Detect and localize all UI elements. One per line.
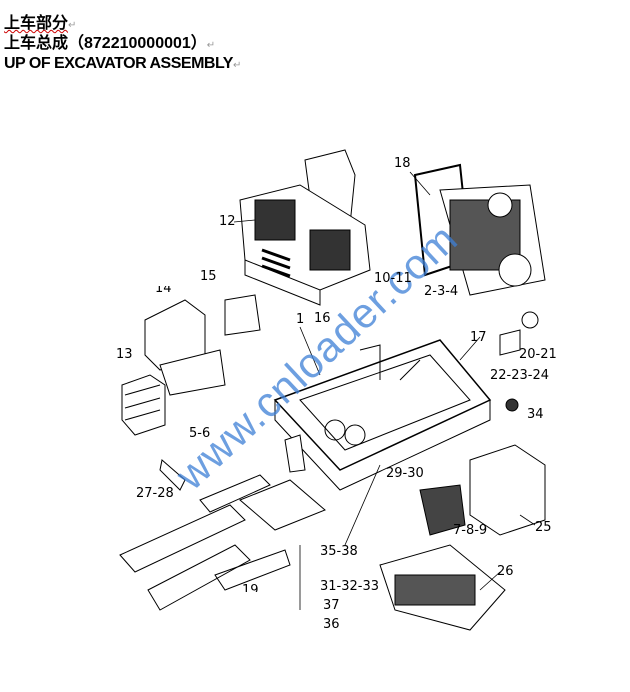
callout-14: 14 [155,281,172,296]
section-title-text: 上车部分 [4,15,69,32]
callout-19: 19 [242,583,259,598]
callout-1: 1 [296,312,305,327]
callout-5-6: 5-6 [189,426,211,441]
callout-37: 37 [323,598,340,613]
section-title-cn: 上车部分↵ [4,14,76,36]
callout-15: 15 [200,269,217,284]
floor-plates [119,474,326,611]
upper-frame [273,339,492,491]
paragraph-mark: ↵ [68,20,77,31]
callout-31-32-33: 31-32-33 [320,579,380,594]
paragraph-mark: ↵ [206,40,216,51]
callout-18: 18 [394,156,411,171]
callout-34: 34 [527,407,544,422]
left-components [121,294,261,491]
engine [413,163,546,296]
callout-26: 26 [497,564,514,579]
assembly-title-en-text: UP OF EXCAVATOR ASSEMBLY [4,55,233,72]
assembly-title-text: 上车总成（872210000001） [4,35,207,52]
callout-20-21: 20-21 [519,347,557,362]
callout-22-23-24: 22-23-24 [490,368,550,383]
callout-10-11: 10-11 [374,271,412,286]
callout-36: 36 [323,617,340,632]
operator-seat [239,149,371,306]
callout-25: 25 [535,520,552,535]
callout-2-3-4: 2-3-4 [424,284,459,299]
right-components [379,311,546,631]
paragraph-mark: ↵ [232,60,241,71]
leader-lines [233,171,536,610]
callout-35-38: 35-38 [320,544,358,559]
callout-7-8-9: 7-8-9 [453,523,488,538]
assembly-title-cn: 上车总成（872210000001）↵ [4,34,215,56]
callout-17: 17 [470,330,487,345]
assembly-title-en: UP OF EXCAVATOR ASSEMBLY↵ [4,54,241,76]
callout-29-30: 29-30 [386,466,424,481]
callout-16: 16 [314,311,331,326]
callout-27-28: 27-28 [136,486,174,501]
callout-13: 13 [116,347,133,362]
callout-12: 12 [219,214,236,229]
